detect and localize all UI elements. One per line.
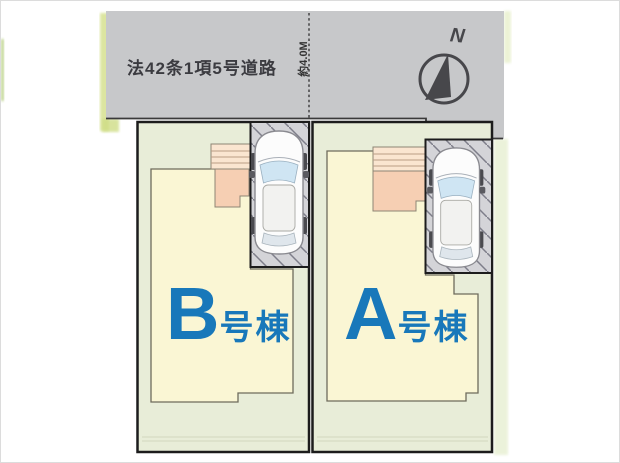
road-label: 法42条1項5号道路	[127, 59, 277, 78]
building-b-suffix: 号棟	[219, 309, 292, 347]
building-a-letter: A	[344, 272, 398, 355]
label-building-b: B号棟	[166, 277, 292, 351]
entrance-steps-a	[372, 146, 427, 212]
car-icon	[426, 147, 486, 268]
greenery-side-right	[494, 139, 508, 455]
label-building-a: A号棟	[344, 277, 470, 351]
greenery-road-corner	[102, 119, 119, 132]
building-a-suffix: 号棟	[397, 309, 470, 347]
road-width-label: 約4.0M	[298, 41, 310, 77]
road-surface	[106, 11, 504, 139]
greenery-road-right	[504, 11, 511, 63]
greenery-road-left	[100, 13, 109, 131]
north-label: N	[448, 24, 466, 48]
porch-b	[214, 168, 250, 208]
building-b-letter: B	[166, 272, 220, 355]
greenery-edge-left	[1, 39, 4, 101]
setback-lines	[142, 436, 488, 442]
car-icon	[248, 130, 310, 255]
north-arrow-icon	[418, 53, 470, 105]
entrance-steps-b	[210, 143, 252, 208]
